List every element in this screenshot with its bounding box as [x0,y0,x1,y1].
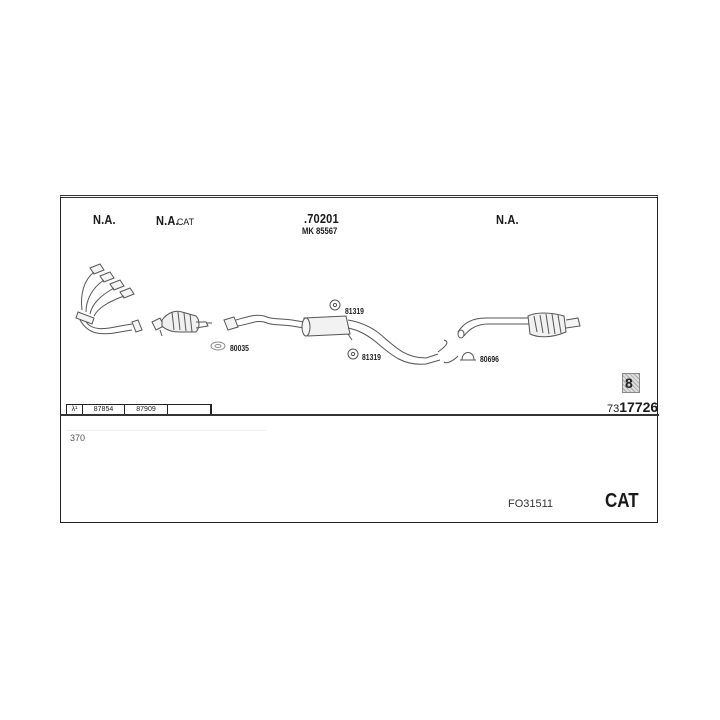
exhaust-drawing [75,263,581,365]
label-rear-na: N.A. [496,212,519,227]
exhaust-manifold-icon [75,263,143,335]
rear-muffler-icon [443,312,581,364]
lambda-symbol: λ¹ [67,405,83,414]
kit-number-main: 17726 [619,399,659,415]
label-cat-na: N.A.CAT [156,212,200,230]
catalytic-converter-icon [151,310,212,337]
kit-number: 7317726 [607,399,658,417]
lambda-value-2: 87909 [125,405,168,414]
mounting-kit-icon: 8 [622,373,640,393]
label-cat-suffix: CAT [176,217,195,227]
label-manifold-na: N.A. [93,212,116,227]
clamp-icon [460,352,476,361]
label-cat-na-text: N.A. [156,213,179,228]
label-middle-kit-ref: MK 85567 [302,226,338,236]
lambda-sensor-table: λ¹ 87854 87909 [66,404,212,414]
lower-mount-part-number: 81319 [362,352,381,362]
gasket-part-number: 80035 [230,343,249,353]
rubber-mount-icon [329,299,359,360]
kit-number-prefix: 73 [607,403,620,415]
diagram-frame [60,195,658,523]
middle-pipe-icon [223,314,448,365]
upper-mount-part-number: 81319 [345,306,364,316]
section-divider [60,414,659,416]
footer-note: 370 [70,433,86,443]
clamp-part-number: 80696 [480,354,499,364]
gasket-icon [210,341,226,351]
lambda-value-3 [168,405,211,414]
lambda-value-1: 87854 [83,405,125,414]
faint-rule [66,430,266,431]
model-code: FO31511 [508,498,554,510]
label-middle-part-number: .70201 [304,211,339,226]
system-type: CAT [605,490,639,512]
